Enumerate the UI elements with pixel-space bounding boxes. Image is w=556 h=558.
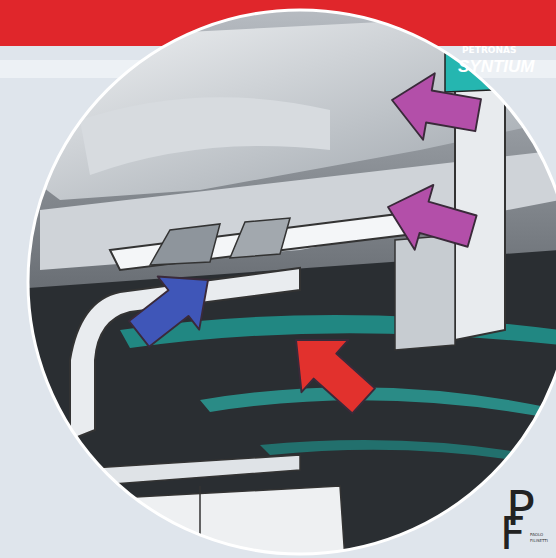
arrow <box>379 175 482 264</box>
arrow <box>273 314 388 427</box>
sponsor-text: SYNTIUM <box>458 58 535 75</box>
watermark-text: FILISETTI <box>530 539 548 543</box>
logo-letter: F <box>500 512 525 556</box>
arrow <box>386 67 484 149</box>
sponsor-text: PETRONAS <box>462 46 516 55</box>
arrow <box>118 253 229 360</box>
lens-outline <box>28 10 556 554</box>
watermark-text: PAOLO <box>530 533 543 537</box>
